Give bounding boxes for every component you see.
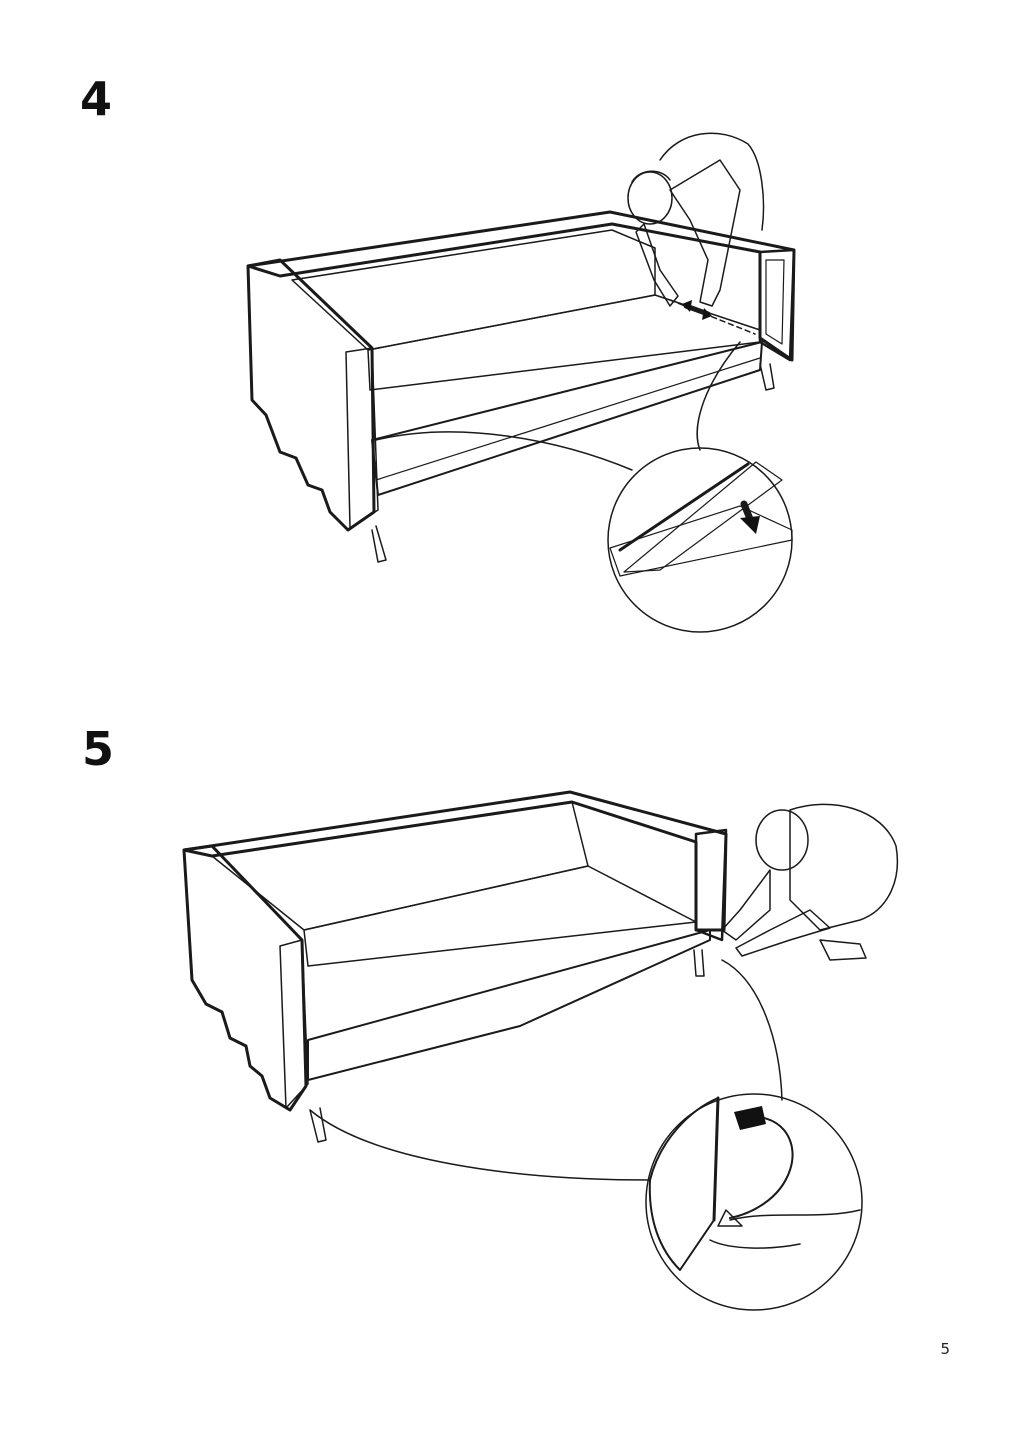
arm xyxy=(721,869,771,941)
sofa-leg xyxy=(693,949,705,977)
detail-callout xyxy=(607,447,793,633)
seat xyxy=(303,865,697,967)
person-figure xyxy=(627,132,765,307)
step-5-illustration xyxy=(170,780,910,1320)
sofa-backrest xyxy=(182,790,728,932)
sofa-cover-illustration xyxy=(246,132,796,633)
detail-callout xyxy=(645,1093,863,1311)
down-arrow-icon xyxy=(740,500,760,534)
double-arrow-icon xyxy=(682,300,712,320)
shoe xyxy=(819,939,867,961)
step-4-illustration xyxy=(200,120,820,640)
arm xyxy=(635,223,679,307)
torso xyxy=(669,159,741,307)
sofa-leg xyxy=(371,525,387,563)
sofa-leg xyxy=(309,1107,327,1143)
step-number: 5 xyxy=(82,722,115,776)
person-figure xyxy=(721,803,898,961)
sofa-cover-illustration xyxy=(182,790,898,1311)
backrest-inner xyxy=(291,229,656,351)
sofa-leg xyxy=(759,363,775,391)
sofa-backrest xyxy=(246,210,796,362)
torso xyxy=(789,803,898,931)
fabric-edge xyxy=(648,1097,719,1271)
front-skirt xyxy=(371,341,763,496)
velcro-strip xyxy=(623,461,783,573)
front-skirt xyxy=(307,929,711,1081)
left-armrest xyxy=(246,258,376,532)
hand xyxy=(729,1209,861,1221)
right-armrest xyxy=(694,828,728,942)
curved-arrow-icon xyxy=(717,1106,794,1227)
right-armrest xyxy=(758,248,796,362)
page-number: 5 xyxy=(940,1340,950,1358)
step-number: 4 xyxy=(80,72,113,126)
backrest-inner xyxy=(211,801,589,931)
head xyxy=(627,171,673,225)
head xyxy=(755,809,809,871)
left-armrest xyxy=(182,844,308,1112)
